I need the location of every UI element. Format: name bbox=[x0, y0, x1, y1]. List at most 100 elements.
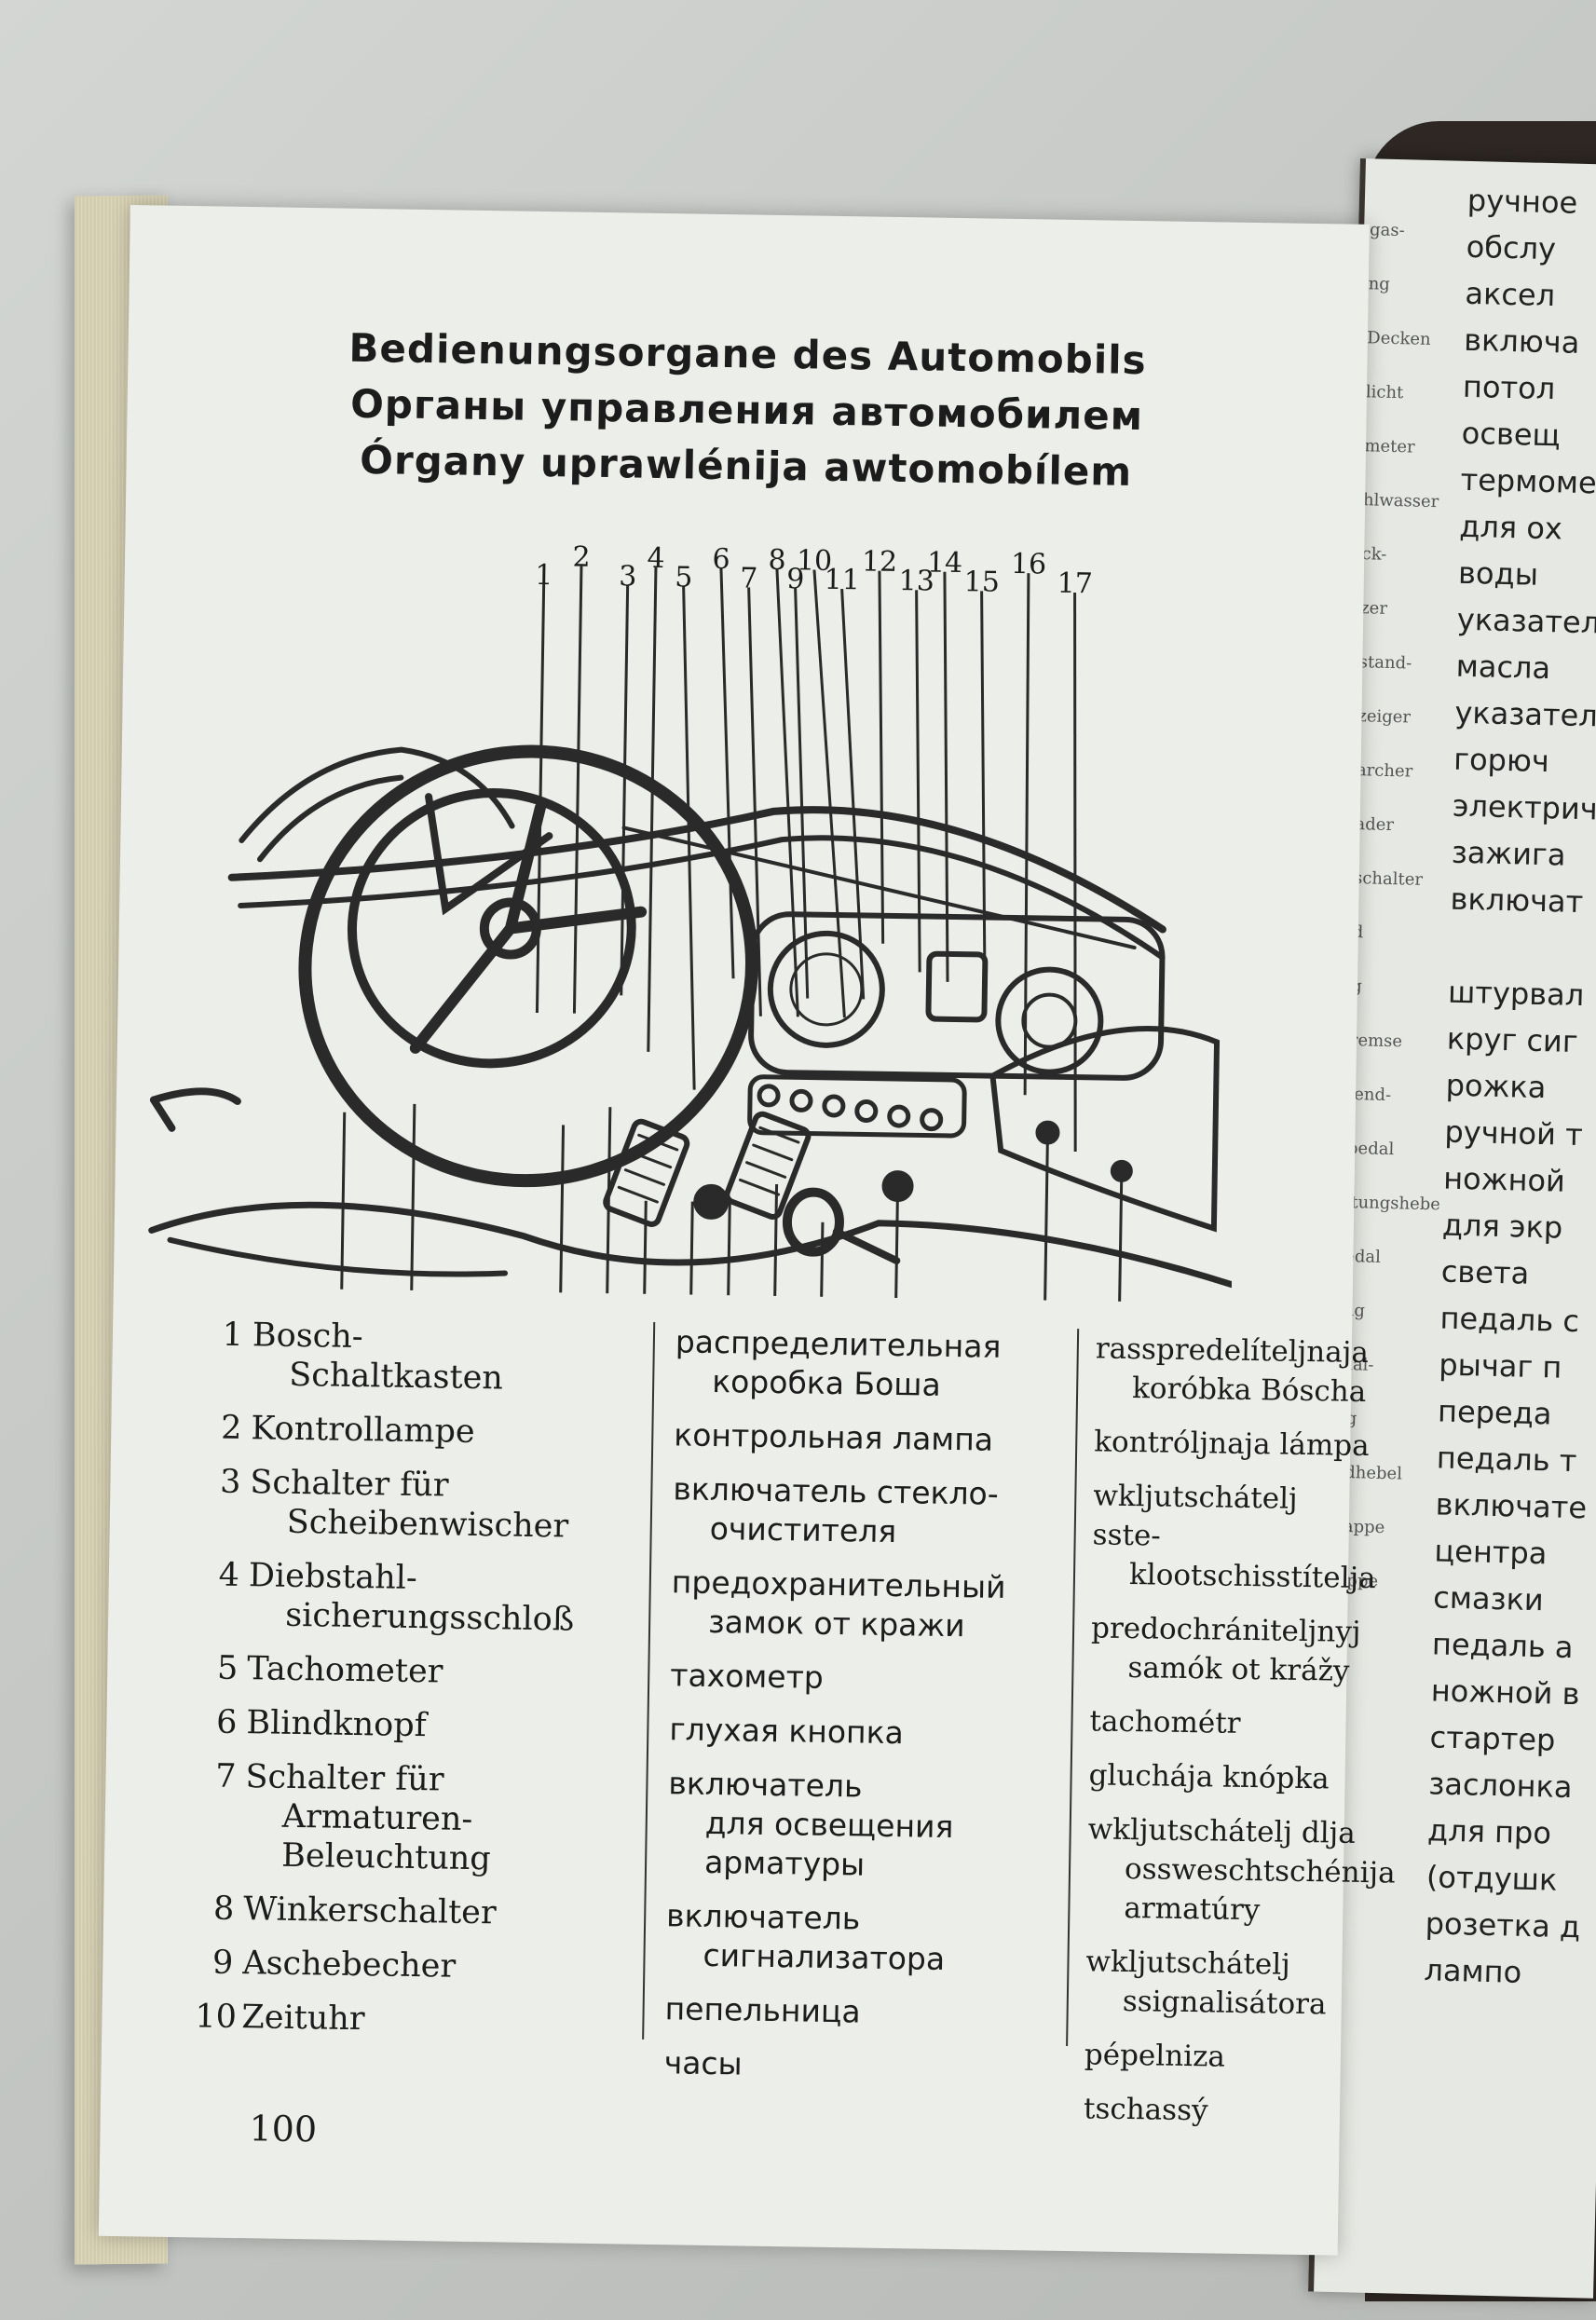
callout-label: 12 bbox=[862, 545, 898, 579]
legend-text-line: Scheibenwischer bbox=[286, 1503, 569, 1546]
right-page-line: термоме bbox=[1460, 461, 1596, 501]
legend-text-line: Beleuchtung bbox=[280, 1836, 492, 1878]
right-page-line: штурвал bbox=[1447, 974, 1585, 1014]
right-page-line: включат bbox=[1450, 880, 1584, 921]
legend-text-line: Schalter für bbox=[250, 1464, 449, 1505]
gutter-line: zer bbox=[1359, 598, 1388, 619]
right-page-line: смазки bbox=[1432, 1579, 1545, 1618]
legend-text-line: Tachometer bbox=[247, 1650, 443, 1691]
gutter-line: ck- bbox=[1361, 544, 1387, 565]
gutter-line: ng bbox=[1343, 1300, 1366, 1321]
legend-number: 7 bbox=[214, 1757, 237, 1795]
legend-text-line: для освещения bbox=[704, 1804, 954, 1846]
legend-number: 4 bbox=[218, 1556, 240, 1595]
right-page-line: педаль а bbox=[1431, 1626, 1574, 1666]
right-page-line: педаль с bbox=[1439, 1300, 1580, 1340]
callout-label: 13 bbox=[898, 565, 934, 598]
legend-text-line: сигнализатора bbox=[703, 1936, 946, 1977]
legend-entry: включатель стекло-очистителя bbox=[672, 1469, 1092, 1554]
right-page-line: рожка bbox=[1445, 1067, 1547, 1106]
callout-label: 7 bbox=[740, 562, 758, 594]
right-page-line: ручное bbox=[1466, 182, 1578, 221]
right-page-line: заслонка bbox=[1427, 1766, 1573, 1806]
gutter-line: d bbox=[1352, 917, 1446, 950]
gutter-line: licht bbox=[1365, 382, 1404, 403]
legend-text-line: арматуры bbox=[703, 1843, 866, 1883]
right-page-line: электрич bbox=[1452, 787, 1596, 827]
gutter-line: edal bbox=[1344, 1246, 1382, 1267]
right-page-line: для ох bbox=[1458, 508, 1563, 547]
legend-text-line: klootschisstítelja bbox=[1128, 1558, 1376, 1596]
legend-text-line: kontróljnaja lámpa bbox=[1093, 1425, 1370, 1464]
right-page-line: круг сиг bbox=[1446, 1020, 1579, 1059]
legend-entry: tschassý bbox=[1084, 2089, 1364, 2133]
right-page-line: педаль т bbox=[1436, 1440, 1577, 1480]
legend-text-line: predochrániteljnyj bbox=[1090, 1611, 1361, 1649]
gutter-line: Decken bbox=[1367, 328, 1431, 349]
callout-lines bbox=[338, 566, 1124, 1303]
legend-entry: pépelniza bbox=[1084, 2035, 1365, 2079]
legend-entry: контрольная лампа bbox=[674, 1415, 1094, 1461]
legend-number: 9 bbox=[211, 1944, 234, 1982]
callout-label: 6 bbox=[712, 543, 730, 576]
legend-text-line: включатель стекло- bbox=[673, 1470, 1000, 1512]
legend-entry: часы bbox=[663, 2043, 1084, 2089]
legend-entry: тахометр bbox=[670, 1656, 1090, 1701]
right-page-line: потол bbox=[1462, 368, 1556, 407]
callout-label: 11 bbox=[824, 564, 860, 597]
legend-text-line: глухая кнопка bbox=[669, 1711, 905, 1752]
right-page-line: центра bbox=[1434, 1533, 1548, 1572]
right-page-line bbox=[1449, 925, 1596, 970]
legend-text-line: Winkerschalter bbox=[242, 1890, 497, 1932]
gutter-line: gas- bbox=[1369, 220, 1405, 241]
gutter-line: ng bbox=[1368, 274, 1391, 294]
legend-number: 6 bbox=[215, 1703, 238, 1741]
callout-label: 14 bbox=[927, 546, 963, 580]
legend-text-line: pépelniza bbox=[1084, 2038, 1226, 2074]
legend-text-line: включатель bbox=[665, 1897, 861, 1937]
legend-text-line: коробка Боша bbox=[711, 1362, 942, 1403]
legend-text-line: Blindknopf bbox=[246, 1704, 427, 1745]
legend-entry: kontróljnaja lámpa bbox=[1094, 1422, 1374, 1466]
legend-entry: пепельница bbox=[664, 1989, 1084, 2035]
legend-text-line: замок от кражи bbox=[707, 1603, 965, 1644]
legend-text-line: Diebstahl- bbox=[248, 1557, 418, 1598]
legend-entry: gluchája knópka bbox=[1088, 1755, 1369, 1799]
legend-number: 5 bbox=[216, 1649, 239, 1688]
left-page: Bedienungsorgane des Automobils Органы у… bbox=[98, 205, 1396, 2256]
right-page-line: включа bbox=[1463, 321, 1580, 361]
legend-text-line: очистителя bbox=[709, 1509, 897, 1550]
callout-label: 5 bbox=[675, 561, 693, 594]
legend-number: 8 bbox=[212, 1890, 235, 1928]
legend-entry: глухая кнопка bbox=[669, 1710, 1089, 1755]
right-page-line: розетка д bbox=[1425, 1905, 1581, 1945]
legend-number: 2 bbox=[220, 1409, 242, 1448]
gutter-line: stand- bbox=[1358, 652, 1412, 674]
callout-label: 4 bbox=[647, 542, 665, 575]
legend-text-line: wkljutschátelj sste- bbox=[1092, 1479, 1298, 1553]
right-page-line: рычаг п bbox=[1438, 1346, 1562, 1385]
callout-label: 17 bbox=[1057, 567, 1093, 601]
right-page-line: включате bbox=[1435, 1486, 1588, 1526]
legend-text-line: распределительная bbox=[675, 1323, 1002, 1365]
callout-label: 3 bbox=[619, 560, 637, 593]
legend-text-line: Schalter für bbox=[245, 1758, 444, 1799]
callout-label: 1 bbox=[535, 559, 553, 592]
